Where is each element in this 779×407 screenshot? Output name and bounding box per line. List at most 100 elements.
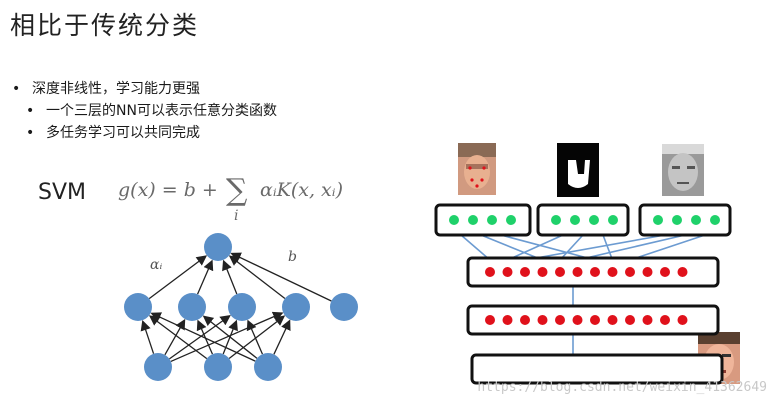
shared-hidden-layers <box>466 256 724 385</box>
output-neuron <box>468 215 478 225</box>
hidden-neuron <box>502 315 513 325</box>
hidden-neuron <box>520 267 530 277</box>
hidden-neuron <box>537 267 548 277</box>
connection-line <box>500 234 596 261</box>
formula-sub: i <box>234 208 238 224</box>
connection-lines <box>460 234 706 355</box>
hidden-neuron <box>590 267 600 277</box>
hidden-neuron <box>625 267 635 277</box>
bullet-text: 一个三层的NN可以表示任意分类函数 <box>46 103 277 119</box>
output-neuron <box>570 215 580 225</box>
connection-line <box>460 234 491 261</box>
formula-sum: ∑ <box>226 173 248 208</box>
network-arrow <box>170 311 284 363</box>
hidden-neuron <box>572 267 583 277</box>
task-output-layer <box>434 203 732 237</box>
hidden-neuron <box>485 315 495 325</box>
output-neuron <box>589 215 599 225</box>
hidden-neuron <box>590 315 600 325</box>
bullet-item: • 一个三层的NN可以表示任意分类函数 <box>12 100 277 122</box>
hidden-neuron <box>555 315 565 325</box>
face-grayscale-image <box>662 144 704 196</box>
face-mask-image <box>557 143 599 197</box>
hidden-neuron <box>677 267 688 277</box>
bullet-list: • 深度非线性，学习能力更强 • 一个三层的NN可以表示任意分类函数 • 多任务… <box>12 78 277 144</box>
alpha-label: αᵢ <box>150 257 162 273</box>
hidden-neuron <box>660 315 670 325</box>
network-node <box>204 353 232 381</box>
hidden-neuron <box>485 267 495 277</box>
output-neuron <box>551 215 561 225</box>
network-arrow <box>164 318 186 356</box>
network-arrow <box>273 319 291 355</box>
network-arrow <box>148 315 208 360</box>
hidden-layer-box <box>470 353 724 385</box>
output-neuron <box>653 215 663 225</box>
network-node <box>144 353 172 381</box>
network-arrow <box>228 315 286 359</box>
hidden-neuron <box>537 315 548 325</box>
connection-line <box>507 234 564 261</box>
network-arrow <box>228 255 286 299</box>
hidden-neuron <box>607 267 618 277</box>
network-nodes <box>124 233 358 381</box>
svm-formula: g(x) = b + ∑ i αᵢK(x, xᵢ) <box>118 173 343 224</box>
network-node <box>254 353 282 381</box>
bullet-item: • 多任务学习可以共同完成 <box>12 122 277 144</box>
output-neuron <box>608 215 618 225</box>
hidden-neuron <box>660 267 670 277</box>
task-box <box>434 203 532 237</box>
connection-line <box>480 234 543 261</box>
hidden-neuron <box>642 315 653 325</box>
connection-line <box>524 234 666 261</box>
network-arrow <box>140 319 155 354</box>
network-edges <box>140 252 332 363</box>
connection-line <box>559 234 584 261</box>
output-neuron <box>710 215 720 225</box>
bullet-dot-icon: • <box>12 81 21 97</box>
output-neuron <box>449 215 459 225</box>
network-arrow <box>148 255 208 300</box>
output-neuron <box>487 215 497 225</box>
output-neuron <box>691 215 701 225</box>
formula-lhs: g(x) = b + <box>118 179 218 201</box>
bullet-item: • 深度非线性，学习能力更强 <box>12 78 277 100</box>
connection-line <box>602 234 614 261</box>
network-node <box>124 293 152 321</box>
slide-title: 相比于传统分类 <box>10 11 200 40</box>
bullet-dot-icon: • <box>26 103 35 119</box>
hidden-neuron <box>555 267 565 277</box>
network-node <box>282 293 310 321</box>
connection-line <box>629 234 706 261</box>
hidden-neuron <box>677 315 688 325</box>
network-node <box>204 233 232 261</box>
network-arrow <box>196 259 214 295</box>
hidden-neuron <box>520 315 530 325</box>
task-box <box>536 203 630 237</box>
bullet-dot-icon: • <box>26 125 35 141</box>
connection-line <box>577 234 686 261</box>
bullet-text: 多任务学习可以共同完成 <box>46 125 200 141</box>
bullet-text: 深度非线性，学习能力更强 <box>32 81 200 97</box>
network-arrow <box>169 314 231 360</box>
svm-network-diagram: αᵢ b <box>124 233 358 381</box>
svm-label: SVM <box>38 180 86 205</box>
hidden-neuron <box>502 267 513 277</box>
hidden-neuron <box>625 315 635 325</box>
network-node <box>178 293 206 321</box>
face-photo-image <box>458 143 496 195</box>
hidden-neuron <box>642 267 653 277</box>
watermark: https://blog.csdn.net/weixin_41362649 <box>477 380 767 395</box>
output-neuron <box>506 215 516 225</box>
b-label: b <box>288 249 297 265</box>
network-arrow <box>150 312 256 362</box>
task-box <box>638 203 732 237</box>
formula-rhs: αᵢK(x, xᵢ) <box>260 179 343 201</box>
network-node <box>330 293 358 321</box>
hidden-neuron <box>607 315 618 325</box>
network-arrow <box>230 252 332 302</box>
output-neuron <box>672 215 682 225</box>
network-arrow <box>202 315 258 359</box>
network-node <box>228 293 256 321</box>
network-arrow <box>222 259 238 295</box>
